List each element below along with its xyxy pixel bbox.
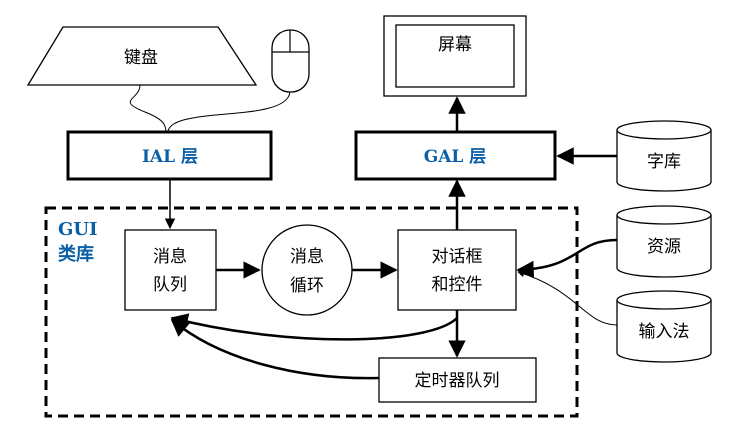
keyboard-cable: [129, 84, 167, 132]
message-loop-circle: [261, 224, 353, 316]
resources-label: 资源: [647, 237, 681, 257]
timer-queue-label: 定时器队列: [415, 371, 500, 391]
keyboard-label: 键盘: [124, 48, 158, 68]
mouse-cable: [167, 91, 291, 132]
input-method-cylinder: [616, 290, 712, 363]
arrow-timer-to-queue: [170, 318, 380, 380]
ial-layer-label: IAL 层: [142, 147, 198, 167]
keyboard-shape: [26, 26, 258, 86]
gal-layer-label: GAL 层: [424, 147, 487, 167]
resources-cylinder: [616, 205, 712, 278]
message-loop-label-line1: 消息: [290, 247, 324, 267]
mouse-icon: [271, 29, 310, 93]
gui-library-label-line2: 类库: [58, 243, 94, 265]
message-queue-box: [124, 229, 217, 311]
screen-monitor: [383, 15, 527, 97]
ial-layer-box: [66, 130, 273, 181]
font-library-cylinder: [616, 120, 712, 192]
message-loop-label-line2: 循环: [290, 276, 324, 296]
gui-library-label-line1: GUI: [58, 219, 98, 240]
arrow-dialog-to-queue: [170, 313, 458, 341]
dialog-controls-box: [397, 229, 517, 311]
message-queue-label-line2: 队列: [153, 275, 187, 295]
dialog-controls-label-line2: 和控件: [432, 275, 483, 295]
gui-library-boundary: [44, 206, 579, 418]
font-library-label: 字库: [647, 152, 681, 172]
dialog-controls-label-line1: 对话框: [432, 247, 483, 267]
screen-label: 屏幕: [438, 35, 472, 55]
message-queue-label-line1: 消息: [153, 247, 187, 267]
input-method-label: 输入法: [639, 322, 690, 342]
gal-layer-box: [354, 130, 557, 181]
timer-queue-box: [378, 357, 537, 403]
arrow-inputmethod-to-dialog: [517, 270, 618, 326]
arrow-resources-to-dialog: [516, 238, 618, 279]
